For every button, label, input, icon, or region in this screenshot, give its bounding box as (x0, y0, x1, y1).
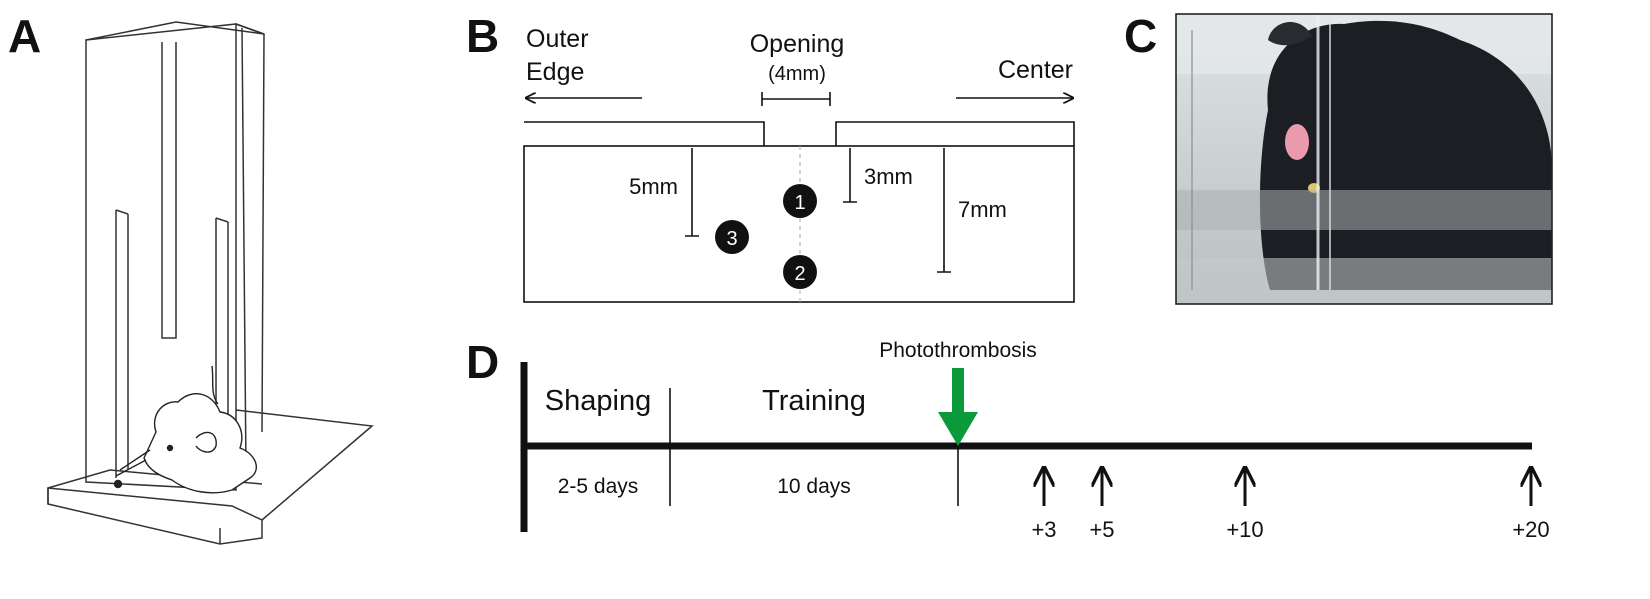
outer-edge-label-line2: Edge (526, 58, 584, 86)
pellet-position-3: 3 (715, 220, 749, 254)
pellet-position-1-number: 1 (794, 192, 805, 214)
mouse-eye (166, 444, 174, 452)
mouse-reaching-photo (1175, 13, 1553, 305)
mouse-nose-photo (1285, 124, 1309, 160)
pellet-position-3-number: 3 (726, 228, 737, 250)
mouse-ear-photo (1268, 22, 1312, 46)
duration-training-label: 10 days (777, 475, 851, 498)
duration-shaping-label: 2-5 days (558, 475, 639, 498)
timepoint-plus10-label: +10 (1226, 517, 1263, 542)
mouse-paw-reaching (115, 449, 151, 477)
timepoint-plus10: +10 (1226, 468, 1264, 542)
chamber-side-edge (235, 23, 265, 433)
food-pellet (113, 479, 123, 489)
timepoint-plus3: +3 (1031, 468, 1057, 542)
shelf-front-edge (47, 488, 221, 544)
photo-frame (1175, 13, 1553, 305)
mouse-ear (195, 431, 217, 453)
chamber-wall-top-view (524, 121, 1075, 146)
center-label: Center (998, 56, 1073, 84)
timepoint-plus5: +5 (1089, 468, 1115, 542)
panel-d: D Shaping Training 2-5 days 10 days Phot… (466, 336, 1550, 542)
panel-label-d: D (466, 336, 499, 388)
chamber-rear-edge (241, 27, 247, 471)
phase-training-label: Training (762, 385, 866, 417)
photothrombosis-label: Photothrombosis (879, 339, 1037, 362)
panel-b: B Outer Edge Opening (4mm) Center 5mm 3m… (466, 10, 1075, 303)
panel-label-a: A (8, 10, 41, 62)
dim-5mm-line (685, 148, 699, 237)
panel-label-c: C (1124, 10, 1157, 62)
opening-width-label: (4mm) (768, 63, 826, 85)
outer-edge-label-line1: Outer (526, 25, 589, 53)
dim-3mm-line (843, 148, 857, 203)
opening-label: Opening (750, 30, 845, 58)
reaching-shelf (47, 487, 263, 545)
mouse-body (143, 393, 258, 494)
opening-width-bracket (761, 92, 831, 106)
pellet-position-1: 1 (783, 184, 817, 218)
panel-label-b: B (466, 10, 499, 62)
timepoint-plus3-label: +3 (1031, 517, 1056, 542)
timepoint-plus20: +20 (1512, 468, 1550, 542)
chamber-front-wall (85, 23, 237, 491)
shelf-reflection (1176, 190, 1552, 230)
reaching-shelf-top-view (523, 145, 1075, 303)
phase-shaping-label: Shaping (545, 385, 651, 417)
chamber-left-slit (115, 209, 129, 478)
dim-5mm-label: 5mm (629, 174, 678, 199)
dim-7mm-line (937, 148, 951, 273)
chamber-floor-line (235, 409, 374, 521)
dim-7mm-label: 7mm (958, 197, 1007, 222)
panel-a: A (8, 10, 374, 545)
panel-c: C (1124, 10, 1553, 305)
mouse-tail (211, 365, 219, 405)
photothrombosis-arrow (938, 368, 978, 446)
shelf-front-photo (1176, 258, 1552, 304)
chamber-center-slit (161, 42, 177, 339)
timepoint-plus5-label: +5 (1089, 517, 1114, 542)
mouse-sketch (113, 365, 258, 494)
pellet-position-2: 2 (783, 255, 817, 289)
dim-3mm-label: 3mm (864, 164, 913, 189)
pellet-position-2-number: 2 (794, 263, 805, 285)
timepoint-plus20-label: +20 (1512, 517, 1549, 542)
